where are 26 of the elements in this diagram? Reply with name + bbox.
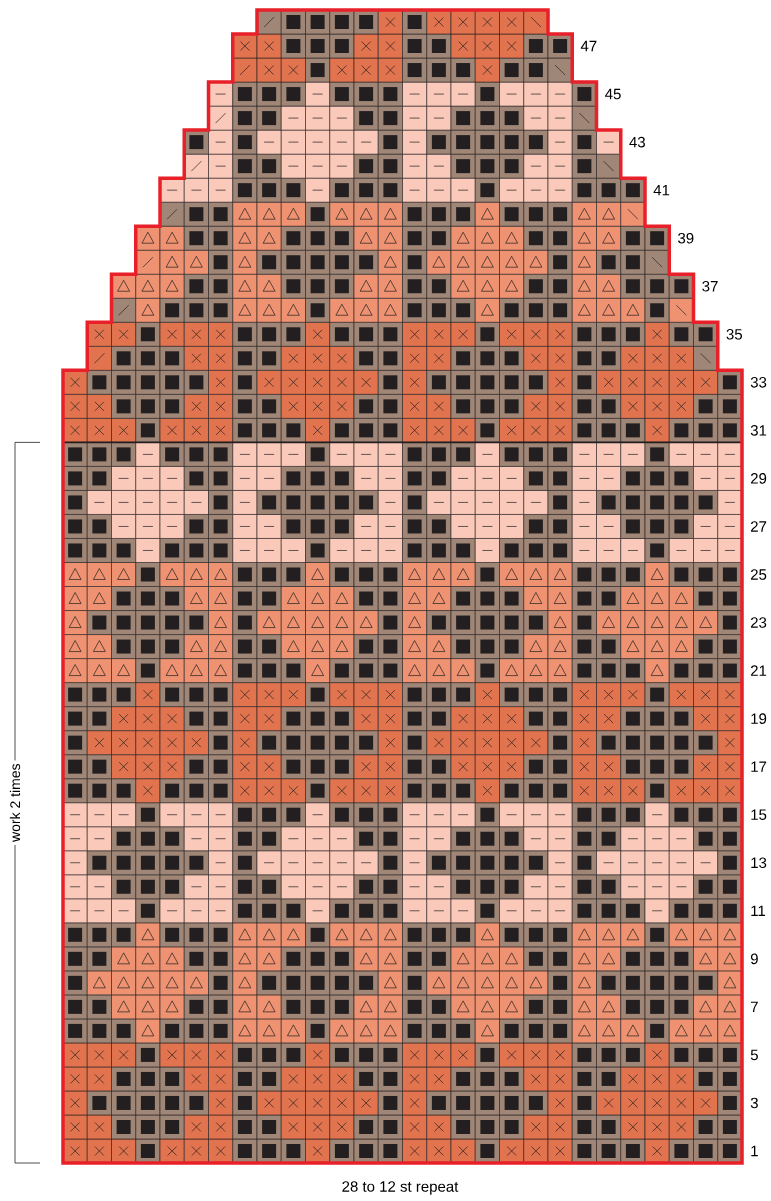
row-number: 13 <box>751 857 767 869</box>
row-number: 39 <box>678 232 694 244</box>
row-number: 17 <box>751 761 767 772</box>
row-number: 11 <box>751 905 766 916</box>
row-number: 15 <box>751 809 767 820</box>
row-number: 33 <box>750 377 767 388</box>
row-number: 7 <box>751 1001 758 1013</box>
row-number: 3 <box>750 1097 758 1109</box>
repeat-label: work 2 times <box>6 760 24 845</box>
row-number: 45 <box>605 88 621 100</box>
row-number: 9 <box>750 953 758 965</box>
row-number: 23 <box>750 617 767 628</box>
row-number: 43 <box>629 136 645 148</box>
row-number: 25 <box>750 569 767 580</box>
row-number: 47 <box>580 40 597 52</box>
row-number: 19 <box>751 713 767 724</box>
row-number: 5 <box>750 1049 758 1061</box>
caption: 28 to 12 st repeat <box>342 1181 459 1195</box>
row-number: 41 <box>653 185 670 196</box>
row-number: 21 <box>750 665 767 676</box>
row-number: 29 <box>750 473 767 484</box>
row-number: 37 <box>702 280 718 292</box>
row-number: 31 <box>750 425 767 436</box>
row-number: 35 <box>726 328 742 340</box>
row-number: 1 <box>751 1145 758 1157</box>
row-number: 27 <box>750 521 767 532</box>
